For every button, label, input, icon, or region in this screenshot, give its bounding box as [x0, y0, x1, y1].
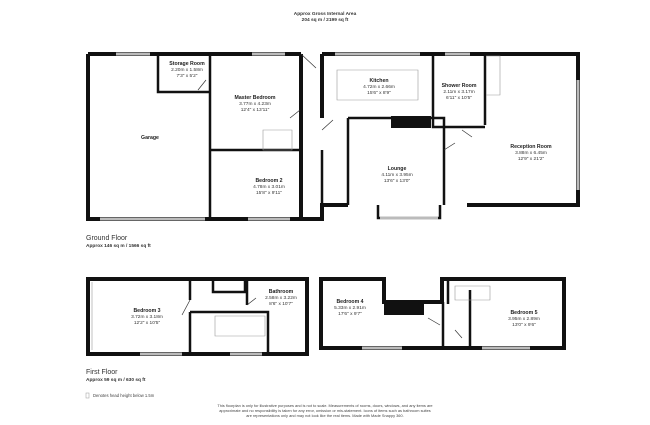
disclaimer-line-3: are representations only and may not loo… [246, 413, 403, 418]
svg-text:12'4" x 13'11": 12'4" x 13'11" [241, 107, 270, 113]
svg-text:Kitchen: Kitchen [369, 78, 388, 84]
svg-text:15'8" x 9'11": 15'8" x 9'11" [256, 190, 282, 196]
svg-text:3.95m x 2.89m: 3.95m x 2.89m [508, 316, 540, 322]
svg-text:12'9" x 21'2": 12'9" x 21'2" [518, 156, 545, 162]
svg-text:Bathroom: Bathroom [269, 289, 294, 295]
svg-text:Lounge: Lounge [388, 166, 407, 172]
svg-text:2.11m x 3.17m: 2.11m x 3.17m [443, 89, 474, 95]
svg-text:7'3" x 5'2": 7'3" x 5'2" [177, 73, 198, 79]
svg-text:Bedroom 4: Bedroom 4 [336, 299, 363, 305]
svg-text:Reception Room: Reception Room [510, 144, 552, 150]
svg-text:Bedroom 2: Bedroom 2 [255, 178, 282, 184]
svg-text:5.33m x 2.91m: 5.33m x 2.91m [334, 305, 366, 311]
disclaimer-line-2: approximate and no responsibility is tak… [219, 408, 431, 413]
first-floor-area: Approx 59 sq m / 630 sq ft [86, 377, 146, 383]
svg-text:13'0" x 9'6": 13'0" x 9'6" [512, 322, 536, 328]
svg-text:3.77m x 4.23m: 3.77m x 4.23m [239, 101, 271, 107]
ground-floor-plan [86, 52, 580, 221]
svg-text:15'6" x 8'9": 15'6" x 8'9" [367, 90, 391, 96]
svg-text:4.78m x 3.01m: 4.78m x 3.01m [253, 184, 285, 190]
ground-floor-area: Approx 146 sq m / 1566 sq ft [86, 243, 151, 249]
svg-text:17'6" x 9'7": 17'6" x 9'7" [338, 311, 362, 317]
svg-text:4.11m x 3.95m: 4.11m x 3.95m [381, 172, 412, 178]
disclaimer-line-1: This floorplan is only for illustrative … [217, 403, 432, 408]
room-lounge: Lounge 4.11m x 3.95m 13'6" x 13'0" [381, 166, 412, 184]
first-floor-plan [86, 277, 566, 356]
svg-text:3.72m x 3.18m: 3.72m x 3.18m [131, 314, 163, 320]
gross-area-title: Approx Gross Internal Area [294, 11, 357, 17]
svg-text:3.88m x 6.45m: 3.88m x 6.45m [515, 150, 547, 156]
room-bathroom: Bathroom 2.58m x 3.22m 8'6" x 10'7" [265, 289, 297, 307]
svg-text:6'11" x 10'5": 6'11" x 10'5" [446, 95, 472, 101]
svg-text:4.72m x 2.66m: 4.72m x 2.66m [363, 84, 395, 90]
ground-floor-label: Ground Floor [86, 235, 128, 242]
room-bedroom-4: Bedroom 4 5.33m x 2.91m 17'6" x 9'7" [334, 299, 366, 317]
room-storage-room: Storage Room 2.20m x 1.58m 7'3" x 5'2" [169, 61, 205, 79]
room-kitchen: Kitchen 4.72m x 2.66m 15'6" x 8'9" [363, 78, 395, 96]
head-height-swatch [85, 392, 90, 399]
svg-text:Garage: Garage [141, 135, 159, 141]
first-floor-label: First Floor [86, 369, 118, 376]
room-master-bedroom: Master Bedroom 3.77m x 4.23m 12'4" x 13'… [235, 95, 276, 113]
svg-text:Storage Room: Storage Room [169, 61, 205, 67]
svg-text:Bedroom 3: Bedroom 3 [133, 308, 160, 314]
svg-text:Master Bedroom: Master Bedroom [235, 95, 276, 101]
svg-text:Bedroom 5: Bedroom 5 [510, 310, 537, 316]
head-height-legend: Denotes head height below 1.5m [93, 393, 155, 398]
svg-text:Shower Room: Shower Room [442, 83, 477, 89]
gross-area-value: 204 sq m / 2199 sq ft [302, 17, 349, 23]
svg-text:8'6" x 10'7": 8'6" x 10'7" [269, 301, 293, 307]
room-bedroom-3: Bedroom 3 3.72m x 3.18m 12'2" x 10'5" [131, 308, 163, 326]
svg-text:12'2" x 10'5": 12'2" x 10'5" [134, 320, 161, 326]
room-bedroom-5: Bedroom 5 3.95m x 2.89m 13'0" x 9'6" [508, 310, 540, 328]
svg-text:2.58m x 3.22m: 2.58m x 3.22m [265, 295, 297, 301]
room-bedroom-2: Bedroom 2 4.78m x 3.01m 15'8" x 9'11" [253, 178, 285, 196]
room-shower-room: Shower Room 2.11m x 3.17m 6'11" x 10'5" [442, 83, 477, 101]
room-garage: Garage [141, 135, 159, 141]
svg-text:2.20m x 1.58m: 2.20m x 1.58m [171, 67, 203, 73]
svg-text:13'6" x 13'0": 13'6" x 13'0" [384, 178, 411, 184]
room-reception-room: Reception Room 3.88m x 6.45m 12'9" x 21'… [510, 144, 552, 162]
